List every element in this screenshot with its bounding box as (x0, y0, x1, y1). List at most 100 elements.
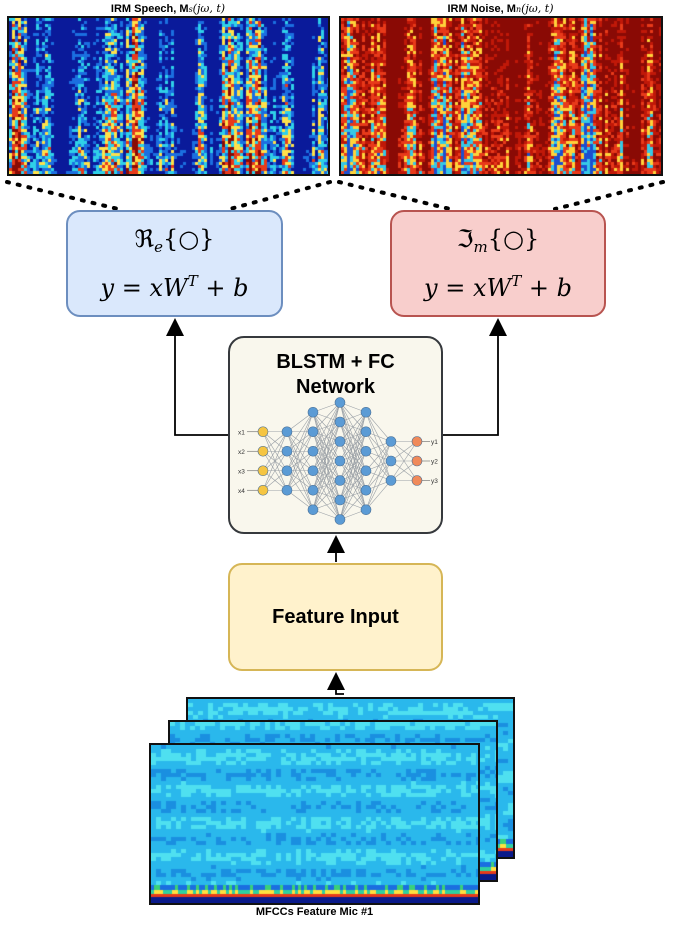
nn-edge (339, 412, 367, 501)
nn-edge (312, 421, 341, 510)
noise-caption-sub: n (515, 5, 522, 14)
nn-node (281, 484, 293, 496)
mfcc-frame-front (149, 743, 480, 905)
nn-edge (312, 402, 341, 452)
nn-edge (286, 412, 314, 471)
real-eq-lhs: y = xW (100, 274, 188, 302)
imag-operator-sub: m (473, 238, 488, 256)
imag-eq-rhs: + b (521, 274, 572, 302)
imag-linear-layer-box: ℑm{○} y = xWT + b (390, 210, 606, 317)
nn-edge (390, 441, 418, 481)
mfcc-canvas-front (151, 745, 478, 903)
speech-caption-args: (jω, t) (192, 2, 226, 15)
imag-operator: ℑm{○} (457, 222, 539, 264)
noise-caption-prefix: IRM Noise, (447, 3, 507, 15)
arrow-network-to-real (166, 318, 229, 436)
nn-node (307, 406, 319, 418)
nn-edge (365, 412, 392, 442)
real-operator: ℜe{○} (135, 222, 215, 264)
arrow-mfcc-to-feature (327, 672, 345, 695)
nn-output-label: y2 (431, 459, 438, 466)
nn-node (360, 445, 372, 457)
nn-node (281, 465, 293, 477)
dotted-zoom-line-noise-right (553, 180, 665, 211)
nn-output-label: y1 (431, 439, 438, 446)
nn-node (411, 455, 423, 467)
nn-node (385, 455, 397, 467)
dotted-zoom-line-speech-right (228, 180, 332, 211)
real-linear-equation: y = xWT + b (101, 264, 249, 305)
nn-node (257, 465, 269, 477)
nn-edge (365, 460, 392, 510)
nn-node (307, 445, 319, 457)
network-title: BLSTM + FC Network (230, 350, 441, 400)
nn-node (334, 475, 346, 486)
nn-node (334, 416, 346, 428)
dotted-zoom-line-speech-left (5, 180, 120, 211)
nn-node (334, 397, 346, 408)
nn-node (385, 475, 397, 486)
nn-edge (339, 451, 367, 520)
speech-caption-prefix: IRM Speech, (110, 3, 180, 15)
imag-operator-arg: {○} (487, 225, 540, 253)
arrow-network-to-imag (443, 318, 507, 436)
nn-edge (365, 480, 392, 510)
nn-edge (339, 431, 367, 520)
nn-node (257, 445, 269, 457)
feature-input-label: Feature Input (272, 605, 399, 628)
nn-edge (312, 402, 341, 432)
nn-edge (286, 412, 314, 491)
nn-node (307, 465, 319, 477)
speech-caption-symbol: M (179, 3, 189, 15)
nn-node (334, 514, 346, 525)
mfcc-caption: MFCCs Feature Mic #1 (255, 906, 374, 918)
nn-edge (339, 412, 367, 462)
noise-caption-symbol: M (506, 3, 516, 15)
nn-output-label: y3 (431, 478, 438, 485)
nn-node (281, 426, 293, 438)
nn-node (334, 494, 346, 506)
imag-operator-symbol: ℑ (456, 225, 474, 253)
real-linear-layer-box: ℜe{○} y = xWT + b (66, 210, 283, 317)
real-operator-sub: e (154, 238, 163, 256)
noise-mask-spectrogram (339, 16, 663, 176)
speech-caption-sub: s (188, 5, 193, 14)
nn-edge (339, 490, 367, 520)
real-operator-symbol: ℜ (134, 225, 155, 253)
nn-edge (262, 431, 288, 491)
nn-edge (390, 441, 418, 462)
nn-edge (365, 441, 392, 510)
nn-node (334, 455, 346, 467)
nn-node (360, 504, 372, 516)
speech-mask-canvas (9, 18, 328, 174)
imag-eq-sup: T (511, 272, 522, 290)
nn-edge (286, 490, 314, 510)
nn-edge (312, 460, 341, 510)
nn-node (257, 426, 269, 438)
nn-edge (339, 470, 367, 520)
network-title-line2: Network (296, 376, 375, 398)
nn-node (334, 436, 346, 447)
nn-edge (390, 460, 418, 481)
network-title-line1: BLSTM + FC (276, 351, 395, 373)
nn-node (281, 445, 293, 457)
real-eq-sup: T (187, 272, 198, 290)
nn-edge (312, 441, 341, 510)
feature-input-box: Feature Input (228, 563, 443, 671)
dotted-zoom-line-noise-left (337, 180, 452, 211)
nn-input-label: x2 (238, 449, 245, 456)
nn-edge (286, 470, 314, 491)
imag-linear-equation: y = xWT + b (424, 264, 572, 305)
nn-edge (312, 402, 341, 491)
nn-edge (312, 480, 341, 510)
nn-node (360, 484, 372, 496)
nn-edge (339, 412, 367, 442)
real-eq-rhs: + b (197, 274, 249, 302)
nn-edge (339, 412, 367, 481)
noise-panel-caption: IRM Noise, Mn(jω, t) (339, 2, 662, 15)
nn-node (411, 475, 423, 486)
nn-node (360, 465, 372, 477)
nn-edge (286, 412, 314, 452)
